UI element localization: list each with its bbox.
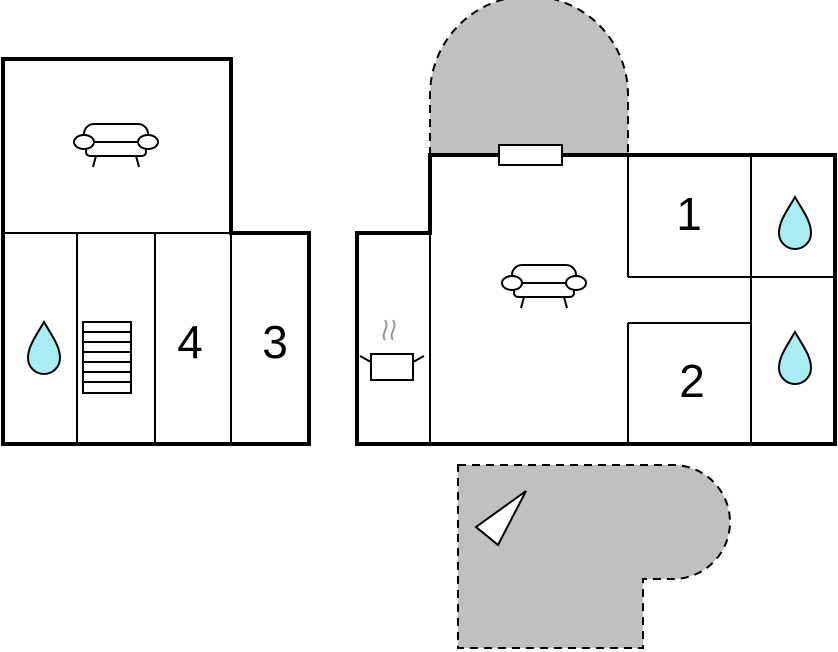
top-terrace — [429, 0, 629, 156]
compass-north-arrow-icon — [474, 490, 527, 547]
water-drop-icon — [777, 194, 813, 250]
bottom-terrace — [457, 464, 731, 649]
water-drop-icon — [26, 319, 62, 375]
sofa-icon — [501, 264, 587, 309]
stairs-icon — [82, 321, 132, 394]
left-building-outline — [1, 57, 311, 446]
right-building-outline — [355, 153, 837, 446]
room-number-4: 4 — [177, 316, 203, 368]
water-drop-icon — [777, 329, 813, 385]
room-number-1: 1 — [676, 188, 702, 240]
room-number-2: 2 — [679, 355, 705, 407]
left-building: 4 3 — [1, 57, 311, 446]
right-building: 1 2 — [355, 144, 837, 446]
room-number-3: 3 — [262, 316, 288, 368]
window — [498, 144, 563, 166]
cooking-pot-icon — [359, 319, 425, 381]
sofa-icon — [73, 123, 159, 168]
